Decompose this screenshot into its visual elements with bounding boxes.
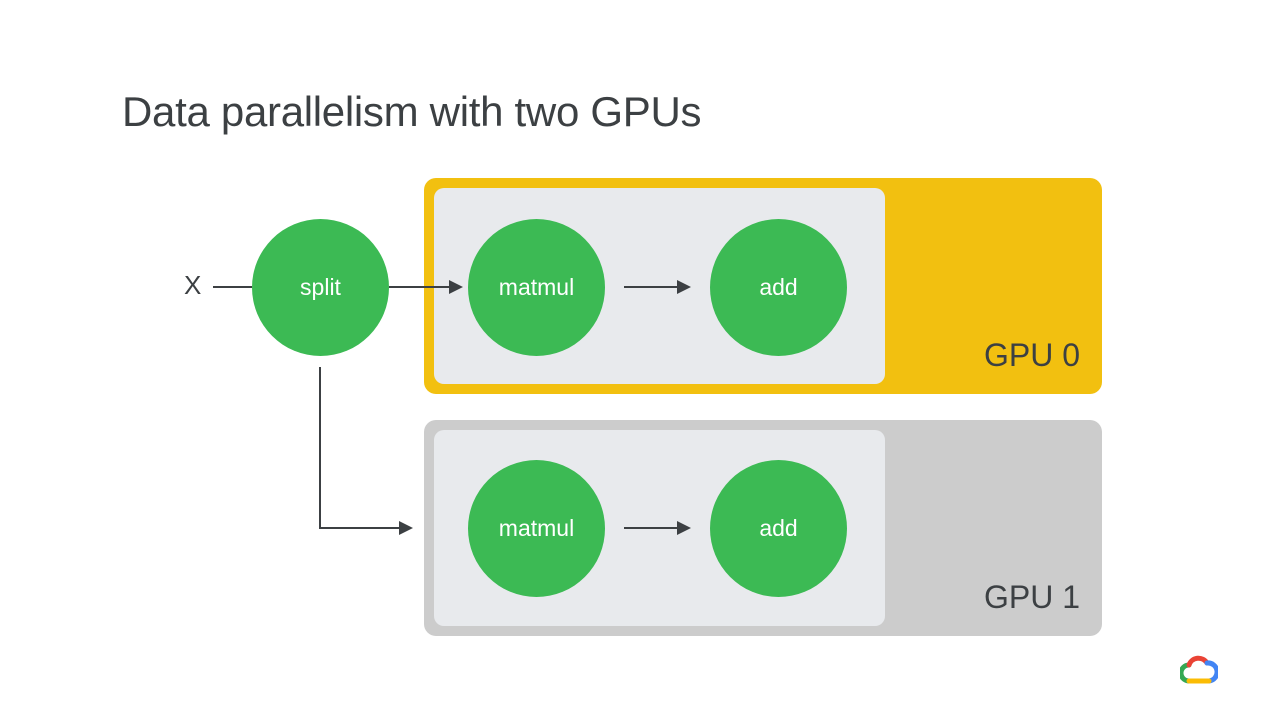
gpu1-add-node: add (710, 460, 847, 597)
gpu0-matmul-node: matmul (468, 219, 605, 356)
input-x-label: X (184, 270, 202, 300)
arrow-split-to-gpu1 (319, 367, 413, 535)
gpu1-matmul-node: matmul (468, 460, 605, 597)
gpu1-label: GPU 1 (983, 579, 1080, 615)
google-cloud-logo-icon (1180, 655, 1218, 684)
slide-title: Data parallelism with two GPUs (122, 88, 702, 135)
gpu0-label: GPU 0 (983, 337, 1080, 373)
gpu0-add-node: add (710, 219, 847, 356)
split-node: split (252, 219, 389, 356)
